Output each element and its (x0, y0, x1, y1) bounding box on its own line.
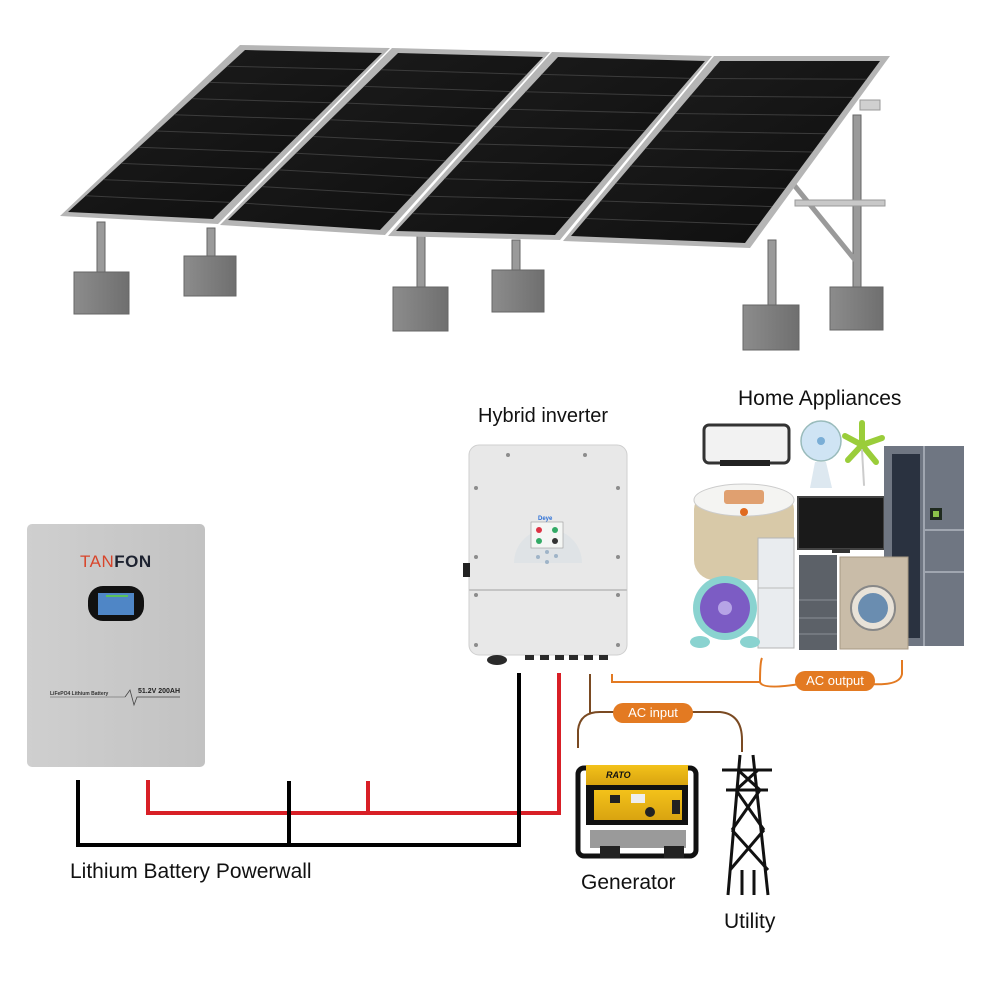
home-appliances-label: Home Appliances (738, 387, 902, 410)
dc-negative-wire (76, 673, 521, 847)
washing-machine (839, 556, 909, 650)
inverter-display (530, 521, 564, 549)
panel-2-cell-line (363, 85, 511, 93)
battery-powerwall (27, 524, 205, 767)
panel-3-cell-line (509, 108, 661, 114)
utility-label: Utility (724, 910, 776, 933)
panel-3-cell-line (444, 178, 601, 184)
panel-4-cell-line (615, 183, 786, 189)
panel-1-cell-line (174, 114, 315, 120)
generator (575, 765, 699, 859)
panel-3-cell-line (412, 213, 571, 219)
inverter-label: Hybrid inverter (478, 405, 609, 427)
panel-4-cell-line (600, 200, 773, 208)
inverter-brand-logo: Deye (538, 516, 553, 522)
ac-output-line (611, 657, 903, 688)
panel-2-cell-line (329, 119, 478, 127)
generator-brand-logo: RATO (606, 770, 631, 780)
utility-pylon-icon (722, 754, 772, 896)
panel-4-cell-line (690, 95, 854, 98)
panel-4-cell-line (660, 130, 827, 135)
concrete-blocks (73, 255, 884, 351)
ac-output-badge: AC output (795, 671, 875, 691)
battery-brand-logo: TANFON (80, 552, 152, 572)
panel-2-cell-line (380, 69, 527, 75)
water-heater (702, 423, 791, 466)
solar-panel-4 (563, 56, 890, 248)
panel-3-cell-line (493, 126, 646, 132)
solar-array (60, 45, 890, 351)
panel-1-cell-line (85, 195, 230, 203)
panel-1-cell-line (156, 130, 298, 137)
array-supports (96, 99, 886, 309)
panel-1-cell-line (121, 162, 264, 170)
panel-3-cell-line (460, 160, 616, 166)
desk-fan (800, 420, 842, 488)
panel-cell-lines (85, 65, 867, 226)
battery-chemistry-text: LiFePO4 Lithium Battery (50, 691, 109, 697)
panel-2-cell-line (295, 152, 446, 162)
panel-2-cell-line (312, 136, 462, 144)
dc-positive-wire (146, 673, 561, 815)
panel-4-cell-line (585, 218, 759, 226)
television (797, 496, 885, 553)
panel-4-cell-line (630, 165, 800, 171)
panel-3-cell-line (525, 91, 676, 97)
hybrid-inverter (463, 444, 628, 665)
panel-2-cell-line (346, 102, 495, 110)
panel-1-cell-line (191, 98, 332, 104)
solar-panel-2 (220, 48, 550, 235)
refrigerator (799, 555, 837, 650)
battery-label: Lithium Battery Powerwall (70, 860, 312, 883)
panel-4-cell-line (675, 113, 840, 117)
battery-brand-part2: FON (114, 552, 152, 571)
dc-wiring (76, 673, 561, 847)
air-conditioner (757, 537, 795, 649)
home-appliances-group (690, 420, 964, 650)
panel-3-cell-line (428, 195, 586, 201)
ac-input-badge: AC input (613, 703, 693, 723)
panel-3-cell-line (476, 143, 631, 149)
panel-2-cell-line (261, 186, 413, 196)
panel-1-cell-line (103, 179, 247, 187)
standing-fan (842, 420, 885, 486)
panel-1-cell-line (138, 146, 281, 154)
panel-2-cell-line (244, 202, 397, 214)
panel-4-cell-line (705, 78, 867, 80)
battery-brand-part1: TAN (80, 552, 115, 571)
panel-1-cell-line (227, 65, 366, 71)
generator-label: Generator (581, 871, 676, 894)
panel-4-cell-line (645, 148, 813, 153)
panel-1-cell-line (209, 81, 349, 87)
panel-3-cell-line (541, 73, 691, 79)
panel-2-cell-line (278, 169, 429, 179)
battery-spec-text: 51.2V 200AH (138, 688, 181, 695)
solar-panel-1 (60, 45, 390, 224)
table-fan (690, 576, 760, 648)
